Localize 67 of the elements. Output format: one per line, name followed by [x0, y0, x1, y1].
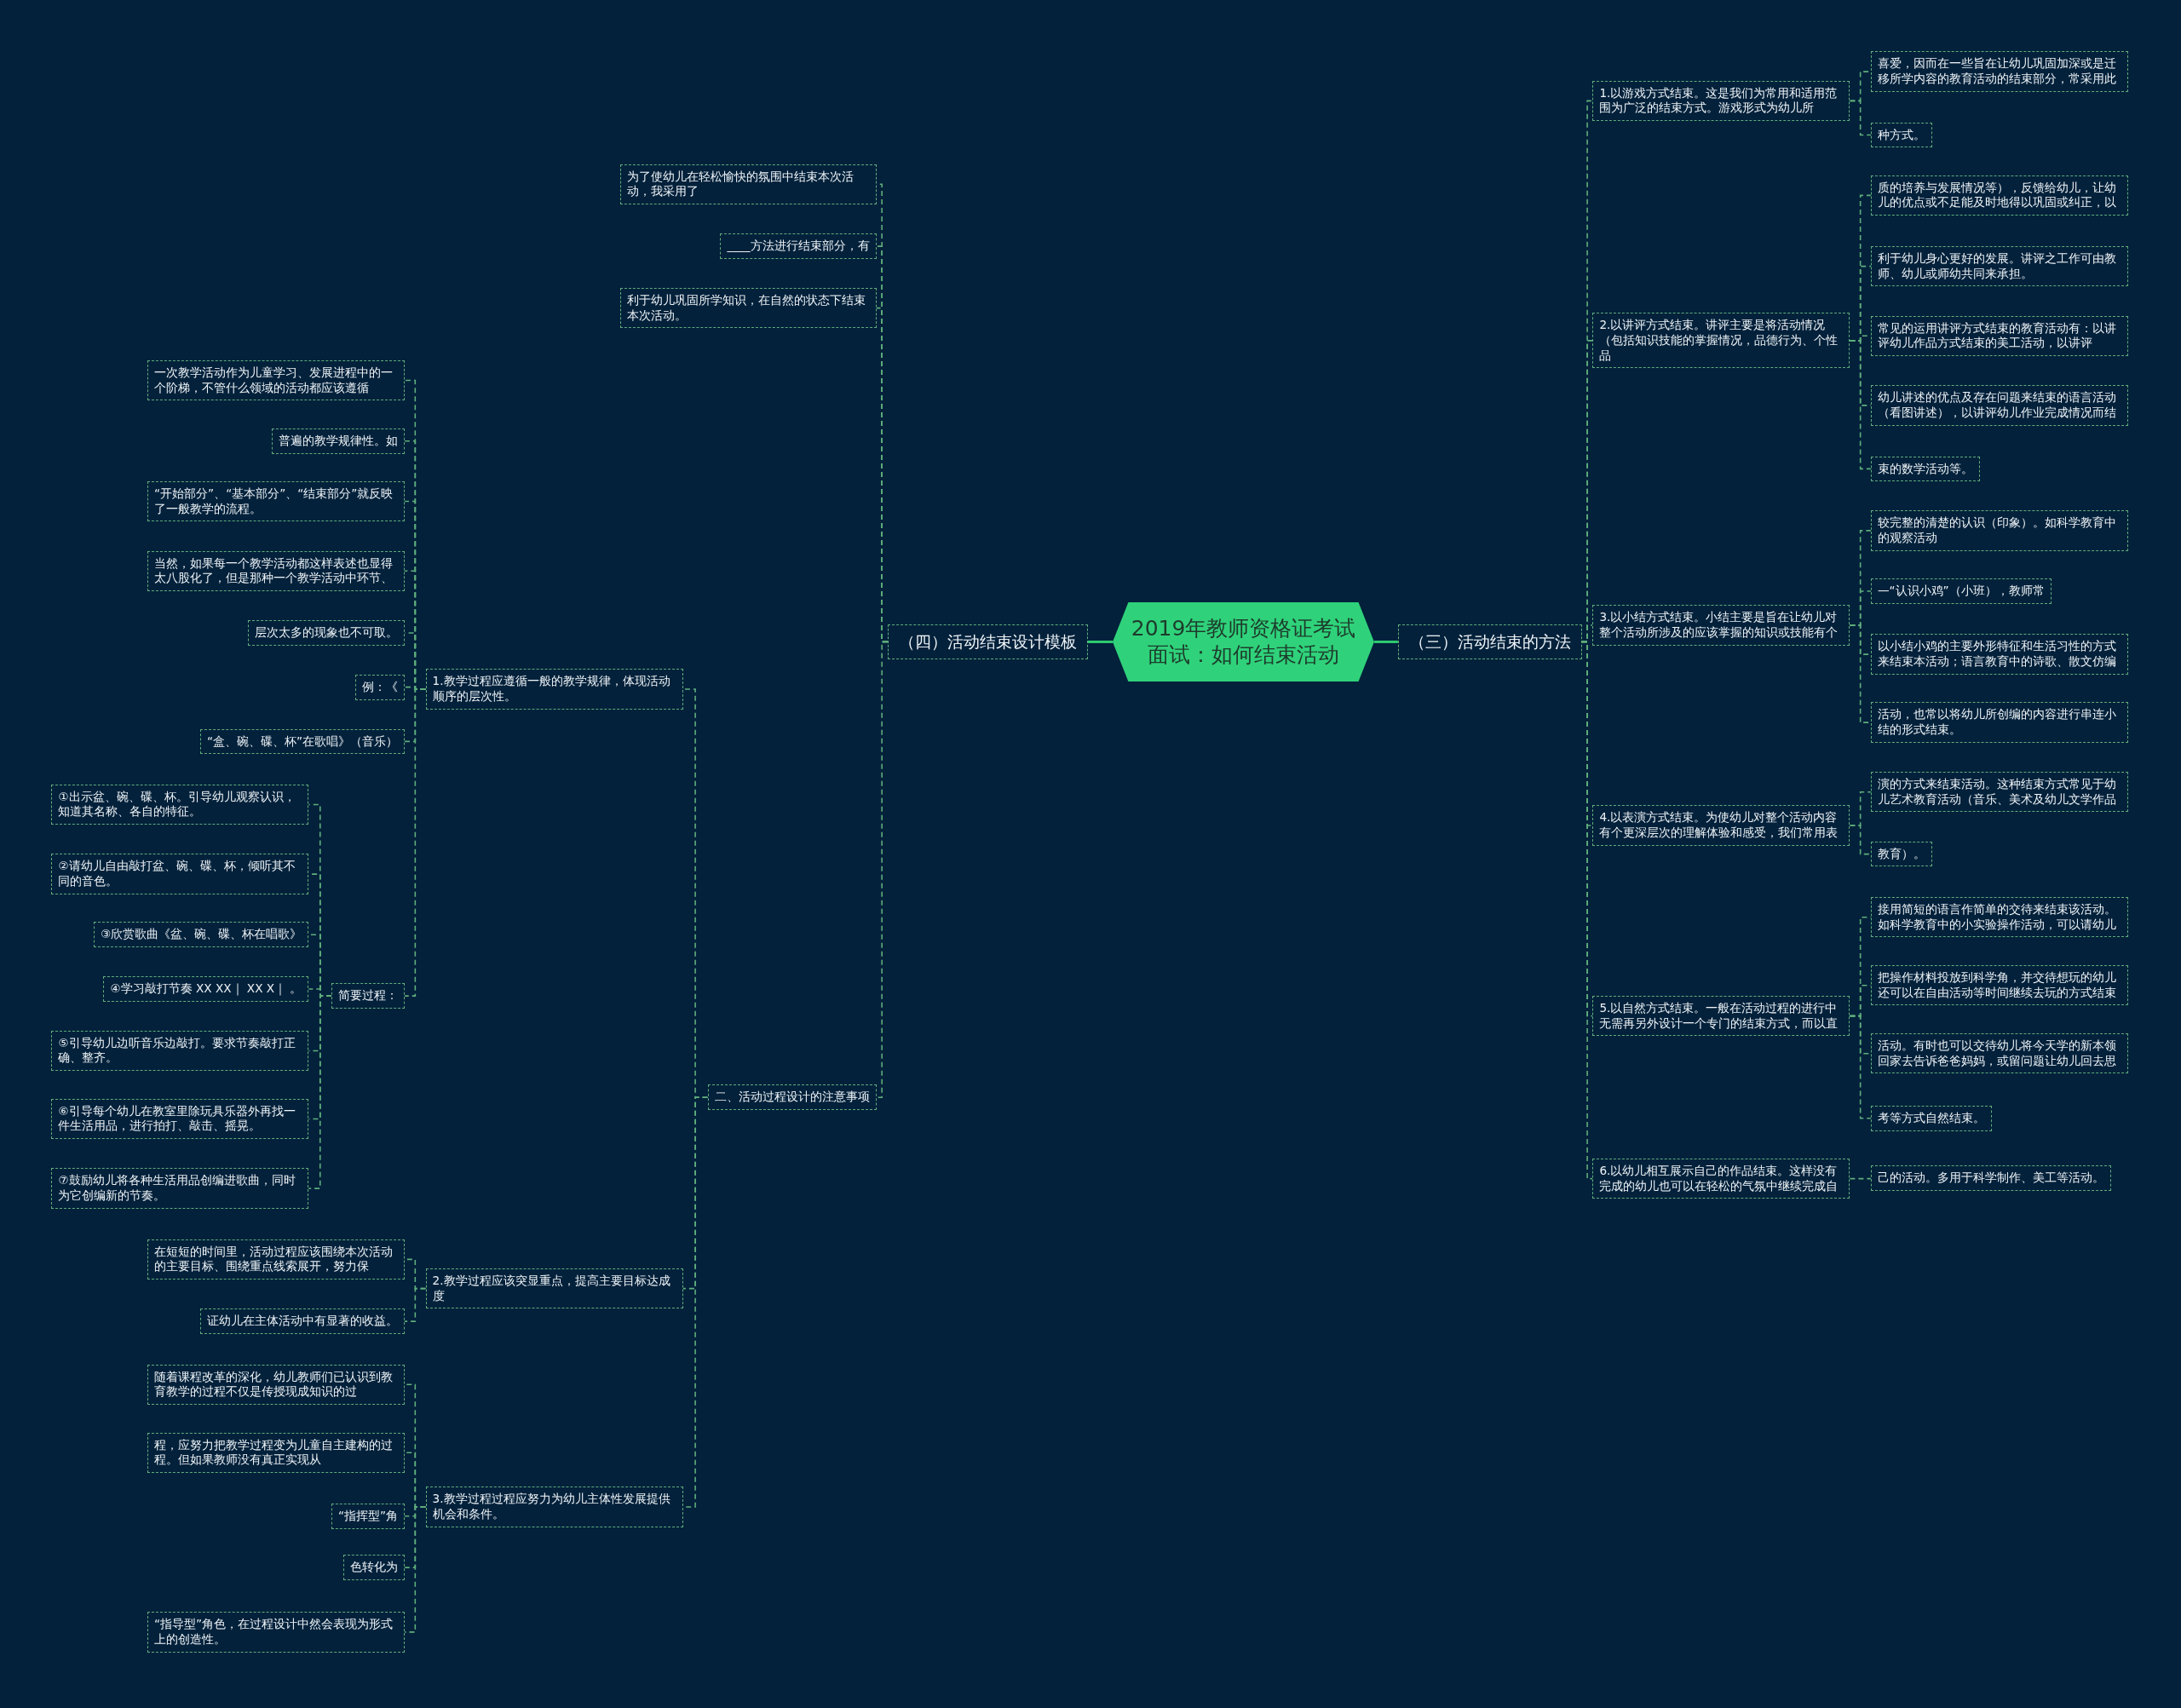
- topic-box: 利于幼儿巩固所学知识，在自然的状态下结束本次活动。: [620, 287, 877, 329]
- topic-box: 束的数学活动等。: [1870, 456, 1980, 482]
- topic-box: 层次太多的现象也不可取。: [248, 620, 406, 646]
- topic-box: “指挥型”角: [331, 1503, 406, 1529]
- connector-line: [1849, 100, 1872, 136]
- topic-box: 喜爱，因而在一些旨在让幼儿巩固加深或是迁移所学内容的教育活动的结束部分，常采用此: [1870, 51, 2128, 92]
- topic-box: 二、活动过程设计的注意事项: [707, 1084, 877, 1111]
- central-topic-hexagon: 2019年教师资格证考试面试：如何结束活动: [1113, 601, 1375, 681]
- topic-box: 4.以表演方式结束。为使幼儿对整个活动内容有个更深层次的理解体验和感受，我们常用表: [1592, 805, 1850, 846]
- topic-box: 1.以游戏方式结束。这是我们为常用和适用范围为广泛的结束方式。游戏形式为幼儿所: [1592, 80, 1850, 122]
- topic-box: ⑥引导每个幼儿在教室里除玩具乐器外再找一件生活用品，进行拍打、敲击、摇晃。: [51, 1098, 309, 1140]
- connector-line: [1849, 1177, 1872, 1180]
- topic-box: ③欣赏歌曲《盆、碗、碟、杯在唱歌》: [94, 922, 309, 948]
- topic-box: “指导型”角色，在过程设计中然会表现为形式上的创造性。: [147, 1612, 406, 1653]
- topic-box: 考等方式自然结束。: [1870, 1105, 1992, 1131]
- topic-box: “盒、碗、碟、杯”在歌唱》（音乐）: [200, 728, 406, 755]
- topic-box: 程，应努力把教学过程变为儿童自主建构的过程。但如果教师没有真正实现从: [147, 1432, 406, 1473]
- connector-line: [404, 1287, 427, 1322]
- topic-box: ⑦鼓励幼儿将各种生活用品创编进歌曲，同时为它创编新的节奏。: [51, 1168, 309, 1209]
- topic-box: 活动。有时也可以交待幼儿将今天学的新本领回家去告诉爸爸妈妈，或留问题让幼儿回去思: [1870, 1033, 2128, 1074]
- topic-box: ⑤引导幼儿边听音乐边敲打。要求节奏敲打正确、整齐。: [51, 1030, 309, 1072]
- connector-line: [1581, 641, 1594, 1180]
- connector-line: [1849, 825, 1872, 855]
- topic-box: 较完整的清楚的认识（印象）。如科学教育中的观察活动: [1870, 510, 2128, 551]
- topic-box: 6.以幼儿相互展示自己的作品结束。这样没有完成的幼儿也可以在轻松的气氛中继续完成自: [1592, 1159, 1850, 1199]
- topic-box: “开始部分”、“基本部分”、“结束部分”就反映了一般教学的流程。: [147, 480, 406, 522]
- topic-box: 3.以小结方式结束。小结主要是旨在让幼儿对整个活动所涉及的应该掌握的知识或技能有个: [1592, 605, 1850, 646]
- topic-box: ①出示盆、碗、碟、杯。引导幼儿观察认识，知道其名称、各自的特征。: [51, 784, 309, 825]
- topic-box: 当然，如果每一个教学活动都这样表述也显得太八股化了，但是那种一个教学活动中环节、: [147, 550, 406, 591]
- topic-box: 种方式。: [1870, 122, 1932, 148]
- topic-box: 幼儿讲述的优点及存在问题来结束的语言活动（看图讲述），以讲评幼儿作业完成情况而结: [1870, 385, 2128, 426]
- topic-box: 教育）。: [1870, 841, 1932, 867]
- topic-box: 在短短的时间里，活动过程应该围绕本次活动的主要目标、围绕重点线索展开，努力保: [147, 1239, 406, 1280]
- topic-box: （四）活动结束设计模板: [887, 624, 1088, 659]
- topic-box: 证幼儿在主体活动中有显著的收益。: [200, 1308, 406, 1334]
- topic-box: 随着课程改革的深化，幼儿教师们已认识到教育教学的过程不仅是传授现成知识的过: [147, 1364, 406, 1405]
- connector-line: [1849, 1015, 1872, 1119]
- topic-box: （三）活动结束的方法: [1397, 624, 1582, 659]
- topic-box: 为了使幼儿在轻松愉快的氛围中结束本次活动，我采用了: [620, 164, 877, 204]
- topic-box: 接用简短的语言作简单的交待来结束该活动。如科学教育中的小实验操作活动，可以请幼儿: [1870, 897, 2128, 938]
- topic-box: 5.以自然方式结束。一般在活动过程的进行中无需再另外设计一个专门的结束方式，而以直: [1592, 995, 1850, 1037]
- topic-box: 活动，也常以将幼儿所创编的内容进行串连小结的形式结束。: [1870, 702, 2128, 743]
- topic-box: 3.教学过程过程应努力为幼儿主体性发展提供机会和条件。: [425, 1487, 683, 1527]
- topic-box: 质的培养与发展情况等），反馈给幼儿，让幼儿的优点或不足能及时地得以巩固或纠正，以: [1870, 175, 2128, 216]
- topic-box: ②请幼儿自由敲打盆、碗、碟、杯，倾听其不同的音色。: [51, 854, 309, 894]
- connector-line: [1087, 640, 1114, 643]
- topic-box: ____方法进行结束部分，有: [720, 233, 877, 259]
- topic-box: 例：《: [355, 674, 406, 700]
- topic-box: ④学习敲打节奏 XX XX｜ XX X｜ 。: [103, 976, 309, 1002]
- connector-line: [1374, 640, 1398, 643]
- topic-box: 2.以讲评方式结束。讲评主要是将活动情况（包括知识技能的掌握情况，品德行为、个性品: [1592, 313, 1850, 369]
- topic-box: 常见的运用讲评方式结束的教育活动有：以讲评幼儿作品方式结束的美工活动，以讲评: [1870, 315, 2128, 356]
- topic-box: 普遍的教学规律性。如: [272, 428, 406, 454]
- topic-box: 以小结小鸡的主要外形特征和生活习性的方式来结束本活动；语言教育中的诗歌、散文仿编: [1870, 634, 2128, 675]
- topic-box: —“认识小鸡”（小班），教师常: [1870, 578, 2052, 604]
- topic-box: 演的方式来结束活动。这种结束方式常见于幼儿艺术教育活动（音乐、美术及幼儿文学作品: [1870, 772, 2128, 813]
- topic-box: 简要过程：: [331, 983, 406, 1009]
- topic-box: 一次教学活动作为儿童学习、发展进程中的一个阶梯，不管什么领域的活动都应该遵循: [147, 359, 406, 401]
- topic-box: 己的活动。多用于科学制作、美工等活动。: [1870, 1165, 2111, 1191]
- topic-box: 色转化为: [343, 1555, 406, 1580]
- connector-line: [404, 1506, 427, 1633]
- connector-line: [1849, 340, 1872, 470]
- topic-box: 1.教学过程应遵循一般的教学规律，体现活动顺序的层次性。: [425, 669, 683, 710]
- connector-line: [308, 995, 332, 1189]
- topic-box: 把操作材料投放到科学角，并交待想玩的幼儿还可以在自由活动等时间继续去玩的方式结束: [1870, 965, 2128, 1006]
- topic-box: 利于幼儿身心更好的发展。讲评之工作可由教师、幼儿或师幼共同来承担。: [1870, 245, 2128, 287]
- topic-box: 2.教学过程应该突显重点，提高主要目标达成度: [425, 1268, 683, 1309]
